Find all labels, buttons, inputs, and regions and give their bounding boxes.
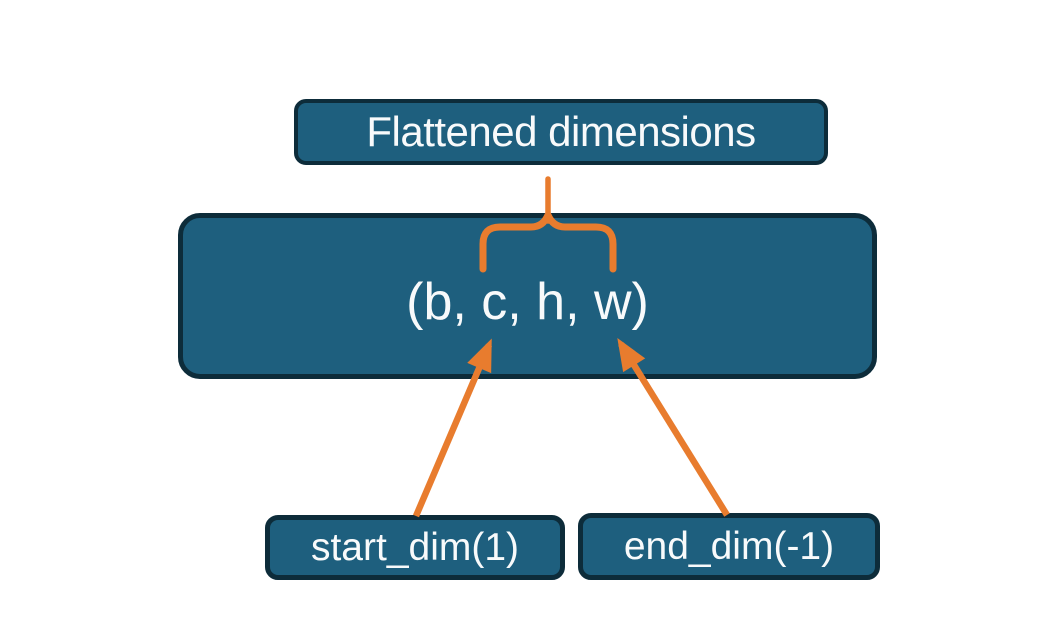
flattened-dimensions-label: Flattened dimensions	[366, 108, 756, 155]
start-dim-label: start_dim(1)	[310, 525, 520, 569]
tensor-shape-box: (b, c, h, w)	[178, 213, 877, 379]
start-dim-box: start_dim(1)	[265, 515, 565, 580]
flattened-dimensions-box: Flattened dimensions	[294, 99, 828, 165]
end-dim-label: end_dim(-1)	[623, 524, 835, 568]
tensor-shape-label: (b, c, h, w)	[406, 273, 649, 331]
end-dim-box: end_dim(-1)	[578, 513, 880, 580]
